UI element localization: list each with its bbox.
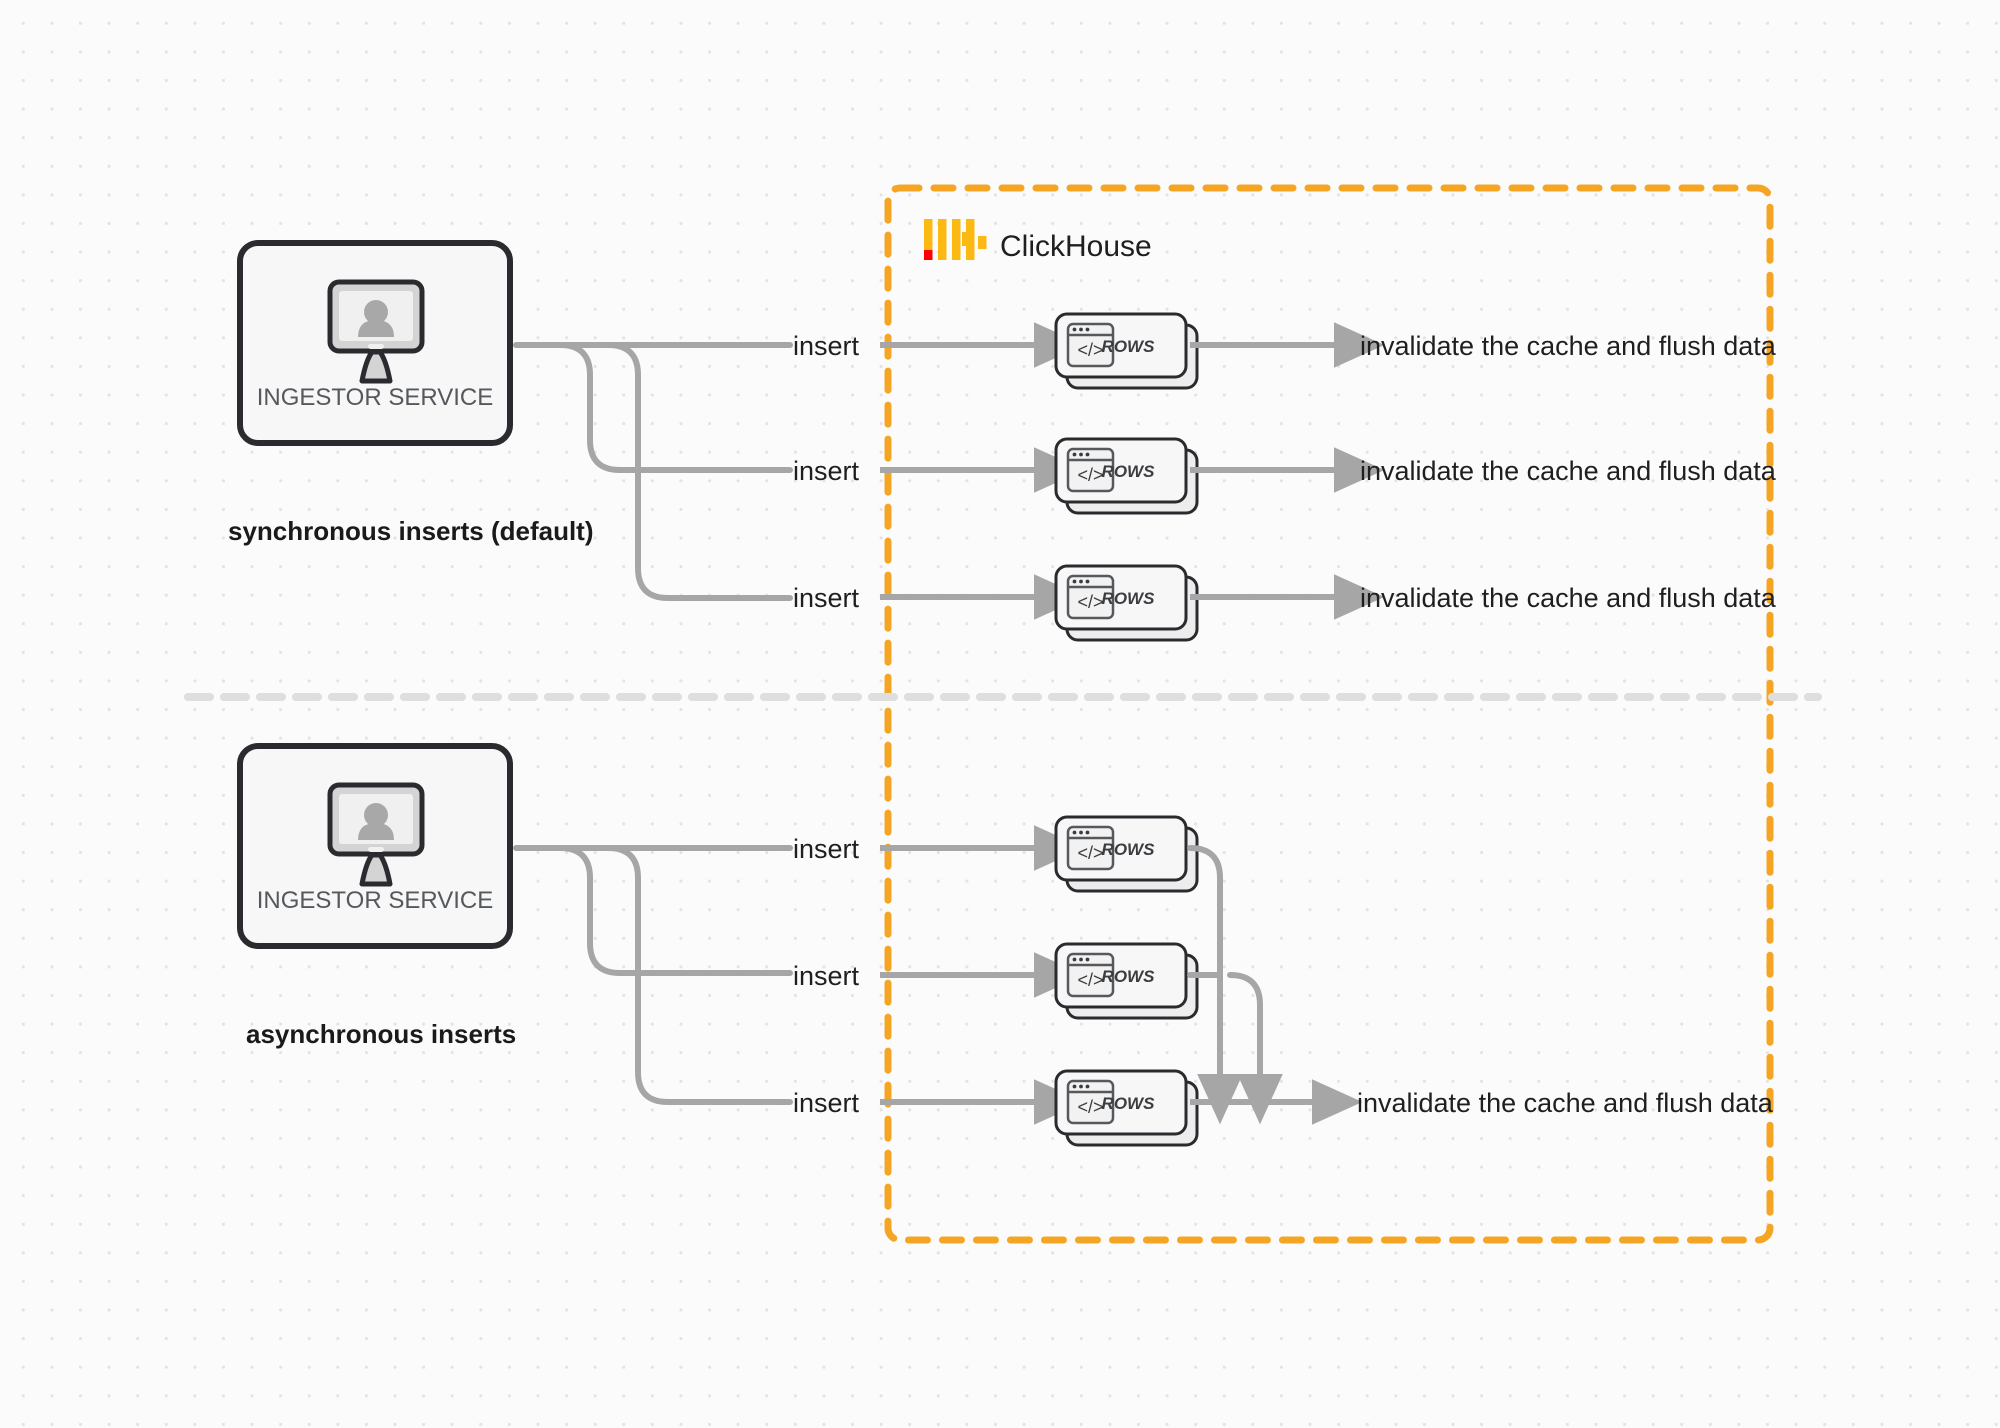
sync-row-1: insert </> ROWS invalidate the cache and… bbox=[793, 312, 1777, 390]
code-window-icon: </> bbox=[1066, 574, 1115, 620]
rows-card: </> ROWS bbox=[1054, 312, 1199, 390]
rows-card-label: ROWS bbox=[1102, 1094, 1156, 1113]
service-label: INGESTOR SERVICE bbox=[257, 384, 494, 411]
sync-connectors bbox=[513, 342, 793, 601]
insert-label: insert bbox=[793, 1088, 860, 1118]
sync-caption: synchronous inserts (default) bbox=[228, 516, 594, 546]
code-window-icon: </> bbox=[1066, 952, 1115, 998]
code-glyph: </> bbox=[1077, 340, 1103, 360]
rows-card: </> ROWS bbox=[1054, 942, 1199, 1020]
monitor-user-icon bbox=[327, 279, 425, 384]
service-label: INGESTOR SERVICE bbox=[257, 887, 494, 914]
async-ingestor-service[interactable]: INGESTOR SERVICE bbox=[237, 743, 513, 949]
flush-label: invalidate the cache and flush data bbox=[1360, 456, 1777, 486]
async-row-3: insert </> ROWS bbox=[793, 1069, 1199, 1147]
async-merge-connectors bbox=[1187, 845, 1283, 1125]
clickhouse-label: ClickHouse bbox=[1000, 230, 1152, 263]
clickhouse-boundary-outline bbox=[884, 184, 1774, 1244]
clickhouse-logo bbox=[924, 219, 987, 260]
rows-card: </> ROWS bbox=[1054, 815, 1199, 893]
async-flush-label: invalidate the cache and flush data bbox=[1357, 1088, 1774, 1118]
async-caption: asynchronous inserts bbox=[246, 1019, 516, 1049]
rows-card: </> ROWS bbox=[1054, 1069, 1199, 1147]
rows-card: </> ROWS bbox=[1054, 564, 1199, 642]
sync-row-3: insert </> ROWS invalidate the cache and… bbox=[793, 564, 1777, 642]
monitor-user-icon bbox=[327, 782, 425, 887]
code-window-icon: </> bbox=[1066, 825, 1115, 871]
insert-label: insert bbox=[793, 961, 860, 991]
code-glyph: </> bbox=[1077, 592, 1103, 612]
merge-arrow-row1 bbox=[1187, 845, 1243, 1125]
insert-label: insert bbox=[793, 834, 860, 864]
sync-row-2: insert </> ROWS invalidate the cache and… bbox=[793, 437, 1777, 515]
rows-card-label: ROWS bbox=[1102, 589, 1156, 608]
code-glyph: </> bbox=[1077, 843, 1103, 863]
rows-card-label: ROWS bbox=[1102, 967, 1156, 986]
sync-ingestor-service[interactable]: INGESTOR SERVICE bbox=[237, 240, 513, 446]
code-glyph: </> bbox=[1077, 970, 1103, 990]
insert-label: insert bbox=[793, 583, 860, 613]
insert-label: insert bbox=[793, 331, 860, 361]
async-connectors bbox=[513, 845, 793, 1105]
insert-label: insert bbox=[793, 456, 860, 486]
rows-card-label: ROWS bbox=[1102, 337, 1156, 356]
code-glyph: </> bbox=[1077, 1097, 1103, 1117]
code-window-icon: </> bbox=[1066, 447, 1115, 493]
async-row-2: insert </> ROWS bbox=[793, 942, 1199, 1020]
merge-arrow-row2 bbox=[1227, 972, 1283, 1125]
flush-label: invalidate the cache and flush data bbox=[1360, 583, 1777, 613]
flush-label: invalidate the cache and flush data bbox=[1360, 331, 1777, 361]
code-glyph: </> bbox=[1077, 465, 1103, 485]
rows-card-label: ROWS bbox=[1102, 462, 1156, 481]
async-row-1: insert </> ROWS bbox=[793, 815, 1199, 893]
rows-card: </> ROWS bbox=[1054, 437, 1199, 515]
clickhouse-boundary bbox=[884, 184, 1774, 1244]
rows-card-label: ROWS bbox=[1102, 840, 1156, 859]
clickhouse-logo-red-dot bbox=[924, 250, 933, 260]
code-window-icon: </> bbox=[1066, 1079, 1115, 1125]
code-window-icon: </> bbox=[1066, 322, 1115, 368]
